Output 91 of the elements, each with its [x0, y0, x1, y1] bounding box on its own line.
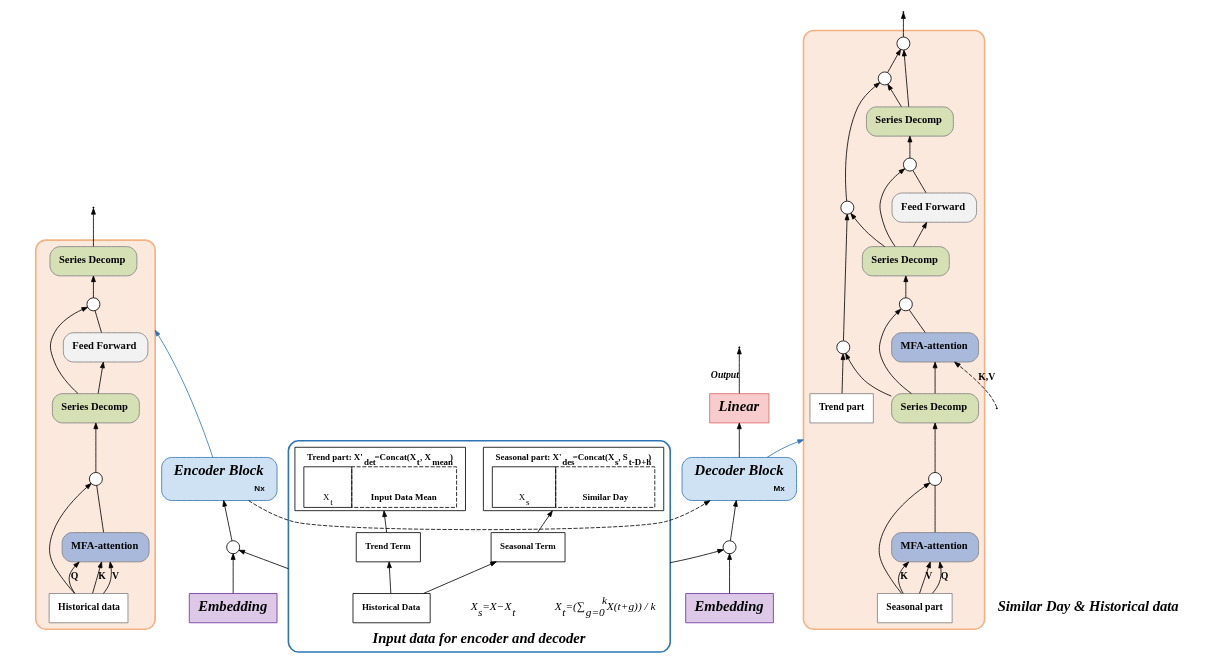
node-box: MFA-attention	[891, 332, 979, 363]
node-box: Embedding	[188, 593, 278, 624]
arrow	[907, 135, 913, 159]
node-box: Historical Data	[352, 593, 431, 624]
connector	[912, 170, 927, 194]
node-box: Seasonal part	[877, 593, 953, 624]
connector	[909, 309, 926, 333]
arrow	[932, 422, 938, 473]
arrow	[932, 361, 938, 394]
arrow	[423, 561, 497, 594]
arrow	[887, 49, 901, 73]
node-box: Feed Forward	[62, 332, 149, 363]
node-box: Trend part	[809, 393, 874, 424]
edge-label: Output	[710, 368, 739, 380]
node-box: Embedding	[685, 593, 774, 624]
edge-label: V	[112, 570, 120, 582]
node-box: Historical data	[48, 593, 129, 624]
arrow	[50, 306, 88, 394]
node-circle	[840, 200, 855, 215]
node-circle	[903, 157, 917, 172]
arrow	[879, 168, 906, 247]
arrow	[902, 49, 910, 108]
node-box: Series Decomp	[891, 393, 979, 424]
arrow	[382, 510, 388, 533]
arrow	[843, 213, 850, 342]
arrow	[840, 353, 846, 394]
node-circle	[896, 36, 911, 51]
arrow	[387, 561, 392, 594]
node-box: Seasonal Term	[490, 532, 566, 563]
connector	[96, 485, 104, 533]
arrow	[898, 561, 910, 594]
arrow	[669, 548, 724, 564]
arrow	[919, 561, 931, 594]
arrow	[879, 308, 912, 394]
node-box: Series Decomp	[49, 246, 138, 277]
arrow	[537, 510, 553, 533]
node-box: MFA-attention	[891, 532, 979, 563]
arrow	[97, 361, 105, 394]
arrow	[887, 83, 902, 108]
cluster	[34, 239, 156, 631]
node-circle	[226, 540, 241, 555]
node-box: Series Decomp	[866, 106, 954, 137]
edge-label: V	[925, 570, 933, 582]
node-box: Feed Forward	[891, 192, 977, 223]
connector	[94, 310, 102, 333]
arrow	[727, 553, 732, 594]
arrow	[92, 561, 103, 594]
edge-label: K,V	[978, 370, 996, 382]
arrow	[954, 361, 998, 408]
arrow	[845, 82, 881, 202]
edge-label: Q	[940, 570, 949, 582]
node-box: MFA-attention	[61, 532, 150, 563]
arrow	[49, 483, 92, 594]
node-circle	[877, 71, 892, 86]
arrow	[93, 422, 99, 473]
node-box: Series Decomp	[52, 393, 140, 424]
arrow	[248, 500, 711, 531]
arrow	[91, 275, 96, 299]
node-circle	[928, 472, 942, 486]
arrow	[736, 422, 742, 458]
label: Similar Day & Historical data	[997, 597, 1179, 614]
node-box: Linear	[709, 393, 770, 424]
arrow	[91, 208, 96, 247]
arrow	[68, 561, 80, 594]
node-box: Encoder Block Nx	[161, 457, 278, 501]
arrow	[154, 329, 214, 458]
arrow	[238, 549, 289, 570]
arrow	[850, 213, 885, 247]
node-circle	[722, 540, 737, 555]
arrow	[878, 482, 931, 594]
node-box: Decoder Block Mx	[681, 457, 797, 501]
node-circle	[836, 340, 851, 355]
arrow	[766, 439, 804, 458]
arrow	[222, 500, 233, 542]
arrow	[913, 222, 928, 247]
node-circle	[86, 297, 101, 312]
arrow	[903, 275, 909, 299]
node-circle	[898, 297, 913, 312]
node-box: Series Decomp	[861, 246, 950, 277]
arrow	[230, 553, 236, 594]
node-circle	[88, 472, 103, 486]
arrow	[103, 561, 114, 594]
edge-label: K	[900, 570, 908, 582]
node-box: Trend Term	[355, 532, 421, 563]
arrow	[845, 353, 892, 397]
arrow	[729, 500, 738, 542]
edge-label: Q	[70, 570, 79, 582]
connector	[934, 485, 936, 533]
arrow	[736, 347, 742, 394]
arrow	[931, 561, 944, 594]
edge-label: K	[98, 570, 106, 582]
